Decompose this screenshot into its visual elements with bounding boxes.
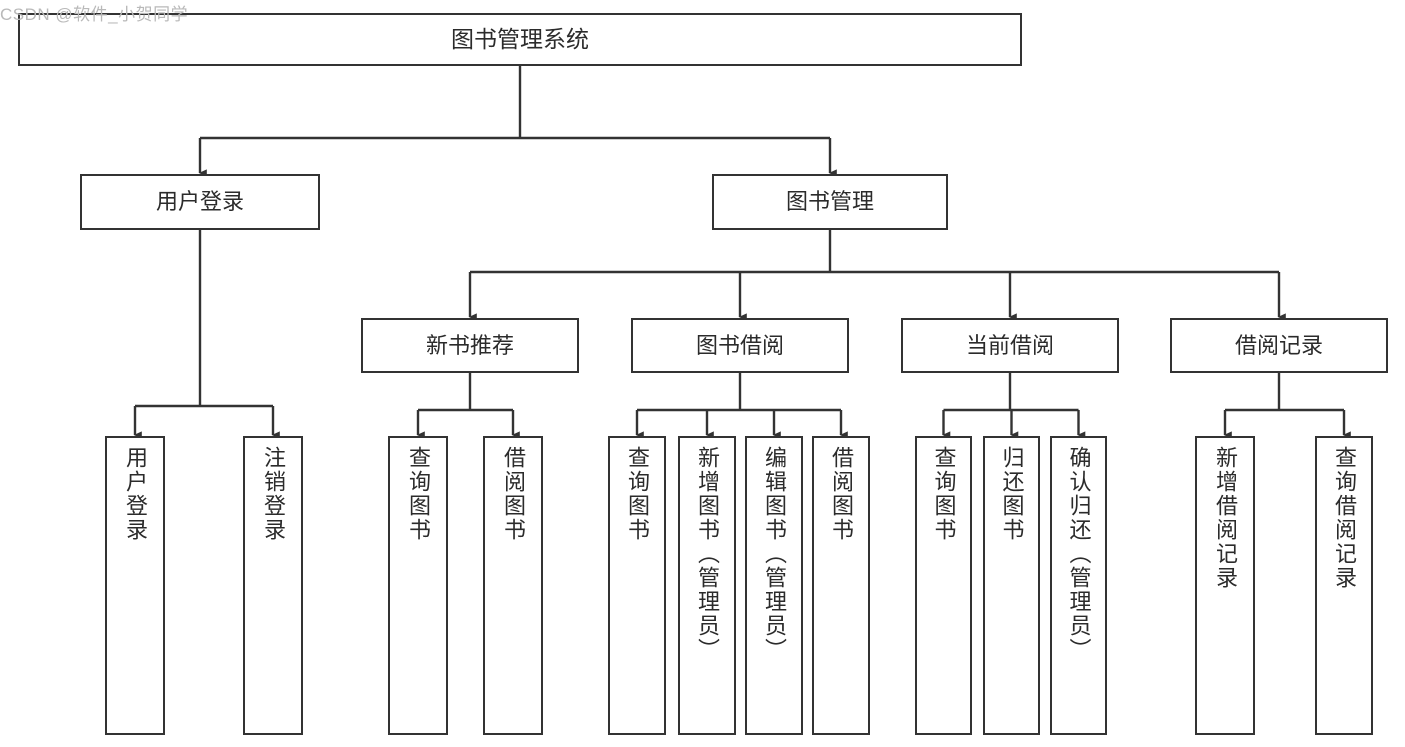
node-label: 借阅图书 — [501, 446, 526, 542]
node-label: 图书借阅 — [695, 332, 784, 358]
node-label: 新书推荐 — [425, 332, 514, 358]
node-leaf-add-record[interactable]: 新增借阅记录 — [1195, 436, 1255, 735]
node-label: 归还图书 — [999, 446, 1025, 542]
node-label: 确认归还（管理员） — [1066, 446, 1092, 662]
node-new-book-rec[interactable]: 新书推荐 — [361, 318, 579, 373]
node-label: 编辑图书（管理员） — [762, 446, 787, 662]
node-leaf-query-book-1[interactable]: 查询图书 — [388, 436, 448, 735]
node-leaf-user-login[interactable]: 用户登录 — [105, 436, 165, 735]
node-root[interactable]: 图书管理系统 — [18, 13, 1022, 66]
node-label: 用户登录 — [155, 189, 244, 215]
node-leaf-query-record[interactable]: 查询借阅记录 — [1315, 436, 1373, 735]
node-label: 新增图书（管理员） — [695, 446, 720, 662]
node-book-manage[interactable]: 图书管理 — [712, 174, 948, 230]
node-label: 查询图书 — [931, 446, 957, 542]
node-leaf-query-book-3[interactable]: 查询图书 — [915, 436, 972, 735]
node-leaf-return-book[interactable]: 归还图书 — [983, 436, 1040, 735]
node-leaf-query-book-2[interactable]: 查询图书 — [608, 436, 666, 735]
node-book-borrow[interactable]: 图书借阅 — [631, 318, 849, 373]
node-label: 查询借阅记录 — [1332, 446, 1357, 590]
node-leaf-borrow-book-1[interactable]: 借阅图书 — [483, 436, 543, 735]
node-label: 图书管理系统 — [451, 25, 589, 52]
node-label: 图书管理 — [785, 189, 874, 215]
node-label: 当前借阅 — [965, 332, 1054, 358]
node-leaf-add-book[interactable]: 新增图书（管理员） — [678, 436, 736, 735]
node-label: 注销登录 — [261, 446, 286, 542]
node-label: 查询图书 — [406, 446, 431, 542]
node-user-login[interactable]: 用户登录 — [80, 174, 320, 230]
node-leaf-confirm-return[interactable]: 确认归还（管理员） — [1050, 436, 1107, 735]
node-label: 用户登录 — [123, 446, 148, 542]
node-leaf-logout[interactable]: 注销登录 — [243, 436, 303, 735]
node-label: 查询图书 — [625, 446, 650, 542]
node-label: 新增借阅记录 — [1213, 446, 1238, 590]
node-current-borrow[interactable]: 当前借阅 — [901, 318, 1119, 373]
node-borrow-record[interactable]: 借阅记录 — [1170, 318, 1388, 373]
connector-lines — [133, 66, 1351, 439]
node-label: 借阅记录 — [1234, 332, 1323, 358]
node-leaf-borrow-book-2[interactable]: 借阅图书 — [812, 436, 870, 735]
node-leaf-edit-book[interactable]: 编辑图书（管理员） — [745, 436, 803, 735]
node-label: 借阅图书 — [829, 446, 854, 542]
